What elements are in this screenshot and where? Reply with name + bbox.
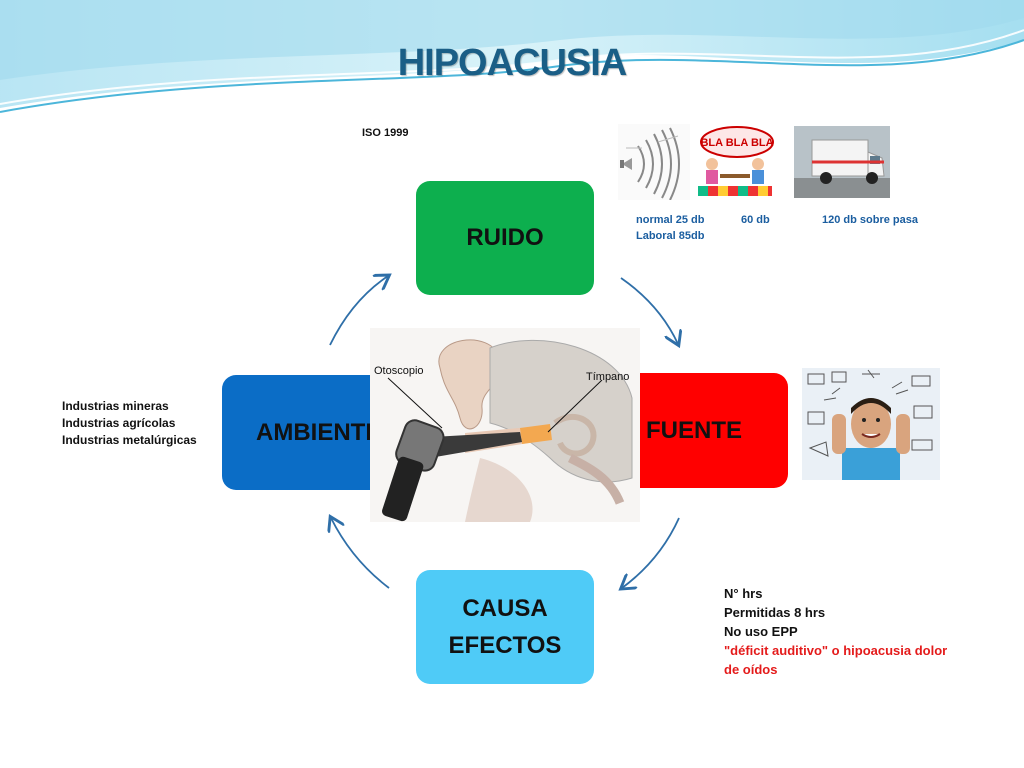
- noise-mid: 60 db: [741, 214, 770, 226]
- header-wave: [0, 0, 1024, 113]
- arrow-ruido-to-fuente: [620, 277, 678, 344]
- otoscope-ear-illustration: Otoscopio Tímpano: [370, 328, 640, 522]
- node-ruido: RUIDO: [416, 181, 594, 295]
- iso-label: ISO 1999: [362, 127, 409, 139]
- effects-list: N° hrs Permitidas 8 hrs No uso EPP "défi…: [724, 584, 964, 679]
- noise-source-man-image: [802, 368, 940, 480]
- node-efectos-label: EFECTOS: [448, 632, 562, 659]
- effects-no-epp: No uso EPP: [724, 624, 798, 639]
- timpano-label: Tímpano: [586, 371, 629, 383]
- noise-high: 120 db sobre pasa: [822, 214, 918, 226]
- industries-list: Industrias mineras Industrias agrícolas …: [62, 398, 197, 449]
- ear-anatomy-image: Otoscopio Tímpano: [370, 328, 640, 522]
- otoscopio-label: Otoscopio: [374, 365, 424, 377]
- page-title: HIPOACUSIA: [397, 42, 628, 84]
- bla-bla-cartoon: BLA BLA BLA: [692, 124, 778, 200]
- sound-wave-image: [618, 124, 690, 200]
- arrow-fuente-to-causa: [622, 517, 680, 588]
- noise-normal: normal 25 db: [636, 214, 705, 226]
- industry-item: Industrias agrícolas: [62, 416, 176, 430]
- arrow-causa-to-ambiente: [331, 518, 390, 589]
- industry-item: Industrias mineras: [62, 399, 169, 413]
- node-ambiente-label: AMBIENTE: [256, 418, 382, 446]
- node-ruido-label: RUIDO: [466, 224, 544, 251]
- bla-bla-text: BLA BLA BLA: [700, 137, 773, 149]
- ambulance-photo: [794, 126, 890, 198]
- node-causa-efectos: CAUSA EFECTOS: [416, 570, 594, 684]
- noise-laboral: Laboral 85db: [636, 230, 705, 242]
- industry-item: Industrias metalúrgicas: [62, 433, 197, 447]
- effects-permitted: Permitidas 8 hrs: [724, 605, 826, 620]
- node-causa-label: CAUSA: [462, 595, 548, 622]
- node-fuente-label: FUENTE: [646, 416, 742, 444]
- effects-hearing-deficit: "déficit auditivo" o hipoacusia dolor de…: [724, 643, 948, 677]
- arrow-ambiente-to-ruido: [329, 276, 388, 346]
- effects-hours: N° hrs: [724, 586, 763, 601]
